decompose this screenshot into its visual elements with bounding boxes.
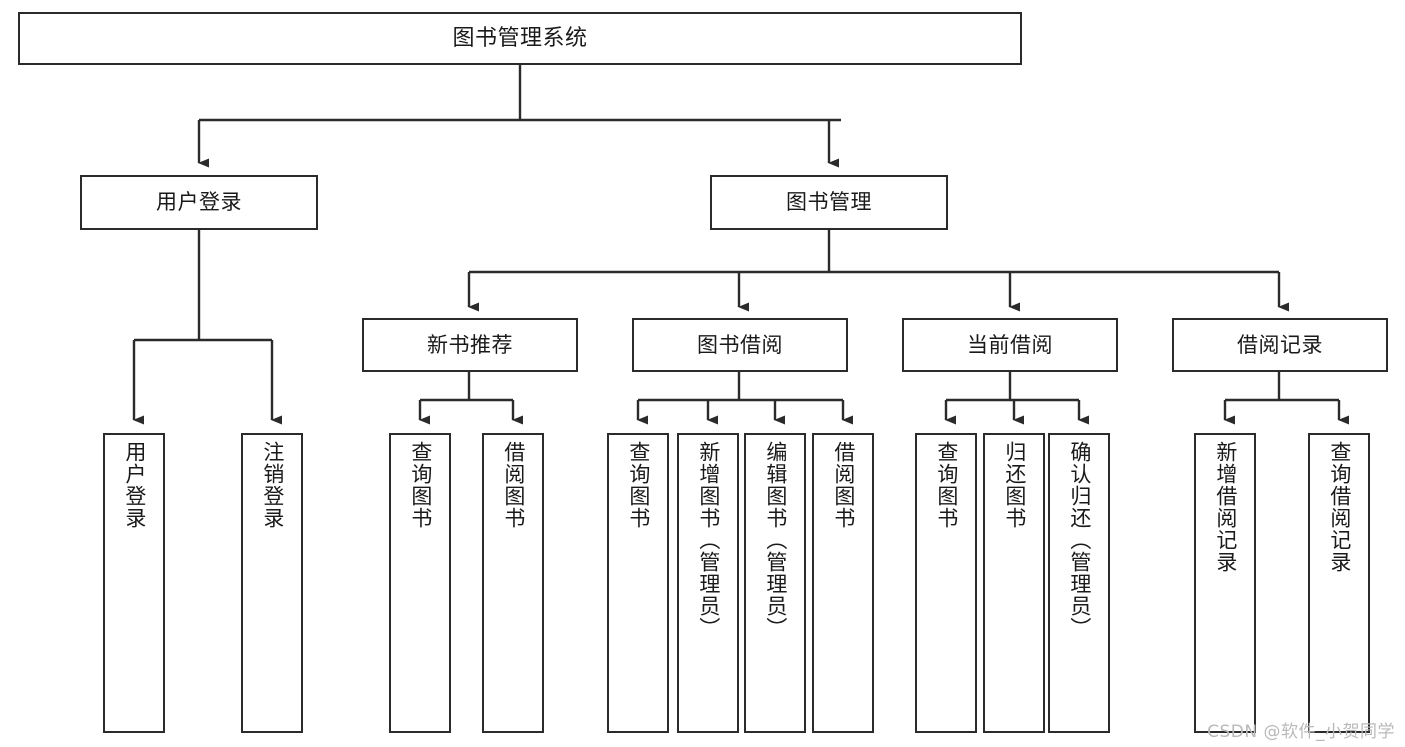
leaf-query-book-3-label: 查询图书 — [934, 441, 959, 529]
node-book-borrow-label: 图书借阅 — [697, 332, 783, 357]
node-book-manage[interactable]: 图书管理 — [710, 175, 948, 230]
leaf-query-book-1[interactable]: 查询图书 — [389, 433, 451, 733]
leaf-add-book[interactable]: 新增图书（管理员） — [677, 433, 739, 733]
node-root-label: 图书管理系统 — [452, 25, 588, 51]
leaf-borrow-book-1[interactable]: 借阅图书 — [482, 433, 544, 733]
node-new-book-recommend-label: 新书推荐 — [427, 332, 513, 357]
leaf-borrow-book-2-label: 借阅图书 — [831, 441, 856, 529]
leaf-user-logout[interactable]: 注销登录 — [241, 433, 303, 733]
node-user-login-label: 用户登录 — [156, 190, 242, 215]
leaf-confirm-return[interactable]: 确认归还（管理员） — [1048, 433, 1110, 733]
watermark: CSDN @软件_小贺同学 — [1207, 722, 1395, 742]
node-borrow-record-label: 借阅记录 — [1237, 332, 1323, 357]
leaf-user-login-label: 用户登录 — [122, 441, 147, 529]
leaf-add-record-label: 新增借阅记录 — [1213, 441, 1238, 573]
node-root[interactable]: 图书管理系统 — [18, 12, 1022, 65]
node-book-manage-label: 图书管理 — [786, 190, 872, 215]
leaf-borrow-book-2[interactable]: 借阅图书 — [812, 433, 874, 733]
leaf-query-book-2[interactable]: 查询图书 — [607, 433, 669, 733]
leaf-add-record[interactable]: 新增借阅记录 — [1194, 433, 1256, 733]
leaf-query-record[interactable]: 查询借阅记录 — [1308, 433, 1370, 733]
leaf-confirm-return-label: 确认归还（管理员） — [1067, 441, 1092, 639]
node-book-borrow[interactable]: 图书借阅 — [632, 318, 848, 372]
leaf-edit-book[interactable]: 编辑图书（管理员） — [744, 433, 806, 733]
leaf-return-book[interactable]: 归还图书 — [983, 433, 1045, 733]
node-current-borrow-label: 当前借阅 — [967, 332, 1053, 357]
node-current-borrow[interactable]: 当前借阅 — [902, 318, 1118, 372]
node-user-login[interactable]: 用户登录 — [80, 175, 318, 230]
leaf-query-book-3[interactable]: 查询图书 — [915, 433, 977, 733]
leaf-user-login[interactable]: 用户登录 — [103, 433, 165, 733]
leaf-query-book-1-label: 查询图书 — [408, 441, 433, 529]
leaf-query-book-2-label: 查询图书 — [626, 441, 651, 529]
leaf-return-book-label: 归还图书 — [1002, 441, 1027, 529]
leaf-edit-book-label: 编辑图书（管理员） — [763, 441, 788, 639]
leaf-user-logout-label: 注销登录 — [260, 441, 285, 529]
node-borrow-record[interactable]: 借阅记录 — [1172, 318, 1388, 372]
leaf-borrow-book-1-label: 借阅图书 — [501, 441, 526, 529]
node-new-book-recommend[interactable]: 新书推荐 — [362, 318, 578, 372]
leaf-add-book-label: 新增图书（管理员） — [696, 441, 721, 639]
leaf-query-record-label: 查询借阅记录 — [1327, 441, 1352, 573]
